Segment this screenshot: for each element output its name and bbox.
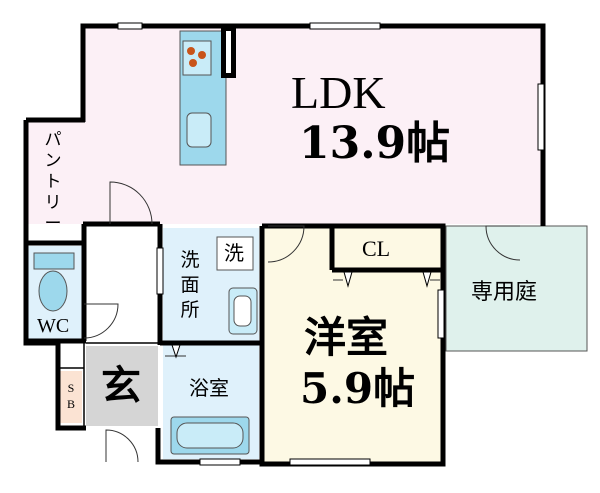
- washroom-label: 洗 面 所: [178, 248, 202, 323]
- washer-box: [216, 236, 254, 271]
- entrance-area: [86, 346, 158, 426]
- washroom-char: 洗: [180, 249, 200, 271]
- stove: [182, 40, 212, 76]
- partitions: [58, 342, 158, 428]
- western-name: 洋室: [304, 313, 389, 362]
- door-swings: [83, 181, 521, 463]
- garden-label: 専用庭: [471, 280, 538, 305]
- door-markers: [171, 271, 432, 359]
- closet-label: CL: [362, 236, 391, 261]
- pantry-char: ー: [44, 214, 62, 234]
- washer-label: 洗: [224, 241, 244, 265]
- shoebox-label: S B: [62, 380, 80, 412]
- garden-area: [446, 226, 587, 351]
- windows: [117, 22, 545, 466]
- pantry-area: [28, 122, 83, 224]
- pantry-char: ン: [44, 151, 62, 171]
- burner-icon: [198, 51, 206, 59]
- shoebox-char: B: [66, 397, 75, 411]
- pantry-label: パ ン ト リ ー: [38, 130, 68, 235]
- pillar-inner: [226, 31, 231, 73]
- kitchen-sink: [186, 112, 212, 148]
- washroom-char: 面: [180, 274, 200, 296]
- entrance-label: 玄: [101, 362, 141, 409]
- washbasin-bowl: [233, 295, 252, 327]
- bathtub-inner: [176, 422, 244, 449]
- shoebox-char: S: [67, 381, 75, 395]
- toilet-bowl: [38, 270, 68, 312]
- pantry-char: パ: [44, 130, 62, 150]
- bath-label: 浴室: [189, 376, 229, 400]
- shoebox-area: [60, 371, 82, 423]
- western-room: [262, 226, 441, 464]
- burner-icon: [189, 59, 197, 67]
- ldk-area: 13.9帖: [299, 118, 451, 169]
- toilet-label: WC: [37, 315, 70, 337]
- western-area: 5.9帖: [300, 364, 416, 413]
- toilet-tank: [33, 252, 75, 270]
- ldk-name: LDK: [291, 67, 386, 118]
- washroom-char: 所: [180, 299, 200, 321]
- pantry-char: リ: [44, 193, 62, 213]
- pantry-char: ト: [44, 172, 62, 192]
- burner-icon: [187, 47, 195, 55]
